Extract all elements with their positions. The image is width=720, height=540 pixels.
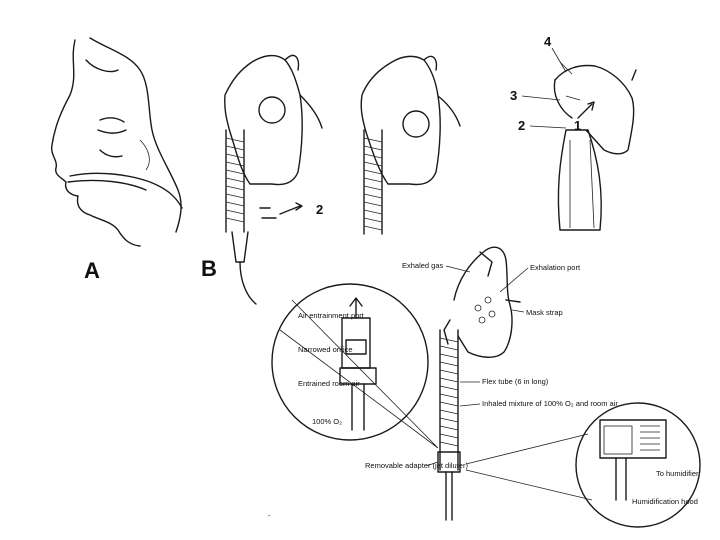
inset-label-entrained-room-air: Entrained room air [298, 379, 360, 388]
inset-label-humidification-hood: Humidification hood [632, 497, 698, 506]
footer-mark: - [268, 511, 271, 520]
callout-4: 4 [544, 34, 552, 49]
inset-label-to-humidifier: To humidifier [656, 469, 699, 478]
label-inhaled-mixture: Inhaled mixture of 100% O₂ and room air [482, 399, 618, 408]
panel-d-reservoir-mask: 4 3 2 1 [510, 34, 636, 230]
label-removable-adapter: Removable adapter (jet diluter) [365, 461, 468, 470]
right-inset-humidification: To humidifier Humidification hood [466, 403, 700, 527]
inset-label-narrowed-orifice: Narrowed orifice [298, 345, 353, 354]
callout-3: 3 [510, 88, 517, 103]
left-inset-entrainment: Air entrainment port Narrowed orifice En… [272, 284, 438, 448]
callout-1: 1 [574, 118, 581, 133]
inset-label-oxygen: 100% O₂ [312, 417, 342, 426]
panel-b-callout: 2 [316, 202, 323, 217]
venturi-mask-detail: Exhaled gas Exhalation port Mask strap F… [365, 247, 618, 520]
panel-a-face-cannula: A [52, 38, 182, 283]
panel-b-label: B [201, 256, 217, 281]
label-exhaled-gas: Exhaled gas [402, 261, 444, 270]
label-mask-strap: Mask strap [526, 308, 563, 317]
panel-b-mask-tube: 2 B [201, 55, 323, 304]
callout-2: 2 [518, 118, 525, 133]
label-flex-tube: Flex tube (6 in long) [482, 377, 549, 386]
label-exhalation-port: Exhalation port [530, 263, 581, 272]
panel-a-label: A [84, 258, 100, 283]
panel-c-mask [361, 56, 460, 234]
inset-label-air-entrainment-port: Air entrainment port [298, 311, 365, 320]
